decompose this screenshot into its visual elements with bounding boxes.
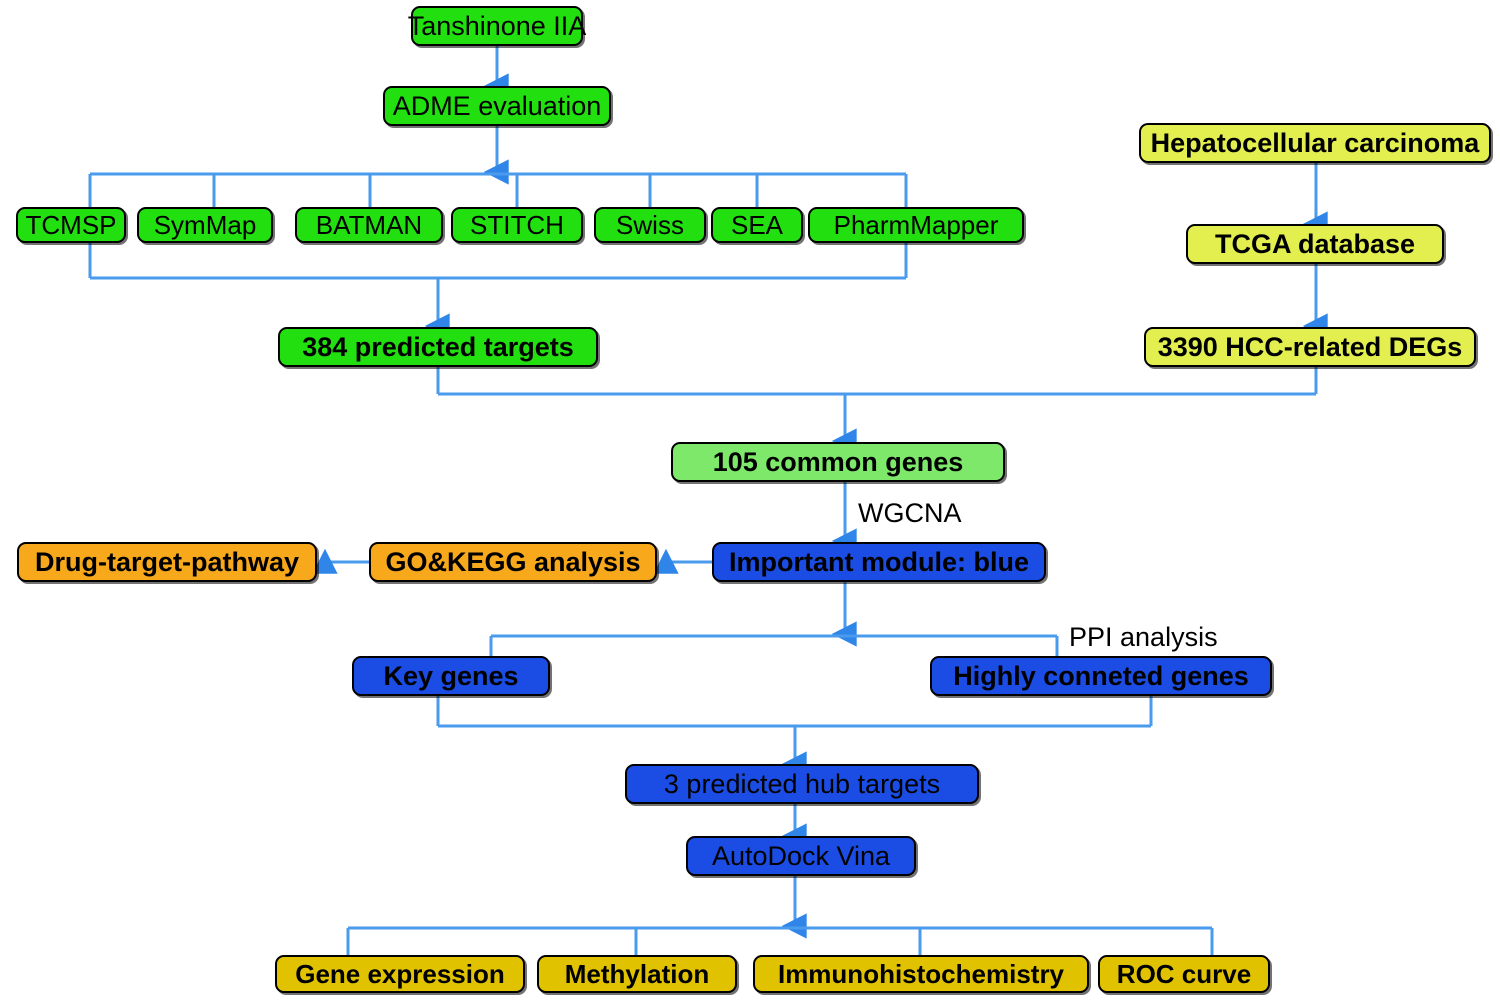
- node-label: SymMap: [153, 210, 257, 240]
- node-methylation[interactable]: Methylation: [537, 955, 737, 993]
- node-label: ADME evaluation: [392, 90, 602, 121]
- node-label: Highly conneted genes: [953, 660, 1249, 691]
- node-label: 3 predicted hub targets: [663, 768, 941, 799]
- edge-label-text: PPI analysis: [1069, 622, 1218, 652]
- node-label: Drug-target-pathway: [34, 546, 299, 577]
- node-label: 105 common genes: [712, 446, 964, 477]
- node-highly-connected-genes[interactable]: Highly conneted genes: [930, 656, 1272, 696]
- node-db-symmap[interactable]: SymMap: [137, 207, 273, 243]
- node-key-genes[interactable]: Key genes: [352, 656, 550, 696]
- node-gene-expression[interactable]: Gene expression: [275, 955, 525, 993]
- node-label: Methylation: [564, 959, 710, 989]
- node-label: AutoDock Vina: [711, 840, 891, 871]
- node-label: 384 predicted targets: [302, 331, 574, 362]
- node-label: Key genes: [383, 660, 519, 691]
- node-roc-curve[interactable]: ROC curve: [1098, 955, 1270, 993]
- node-label: BATMAN: [315, 210, 423, 240]
- node-db-stitch[interactable]: STITCH: [451, 207, 583, 243]
- node-label: TCMSP: [25, 210, 117, 240]
- node-label: GO&KEGG analysis: [385, 546, 641, 577]
- node-label: PharmMapper: [833, 210, 999, 240]
- node-immunohistochemistry[interactable]: Immunohistochemistry: [753, 955, 1089, 993]
- node-tanshinone-iia[interactable]: Tanshinone IIA: [408, 6, 586, 46]
- edge-label-text: WGCNA: [858, 498, 962, 528]
- node-autodock-vina[interactable]: AutoDock Vina: [686, 836, 916, 876]
- edge-label-wgcna: WGCNA: [858, 500, 962, 527]
- node-label: Swiss: [616, 210, 684, 240]
- node-label: TCGA database: [1214, 228, 1416, 259]
- node-hcc-degs[interactable]: 3390 HCC-related DEGs: [1144, 327, 1476, 367]
- node-predicted-targets[interactable]: 384 predicted targets: [278, 327, 598, 367]
- node-hepatocellular-carcinoma[interactable]: Hepatocellular carcinoma: [1139, 123, 1491, 163]
- node-db-sea[interactable]: SEA: [711, 207, 803, 243]
- node-db-tcmsp[interactable]: TCMSP: [16, 207, 126, 243]
- node-db-swiss[interactable]: Swiss: [594, 207, 706, 243]
- node-hub-targets[interactable]: 3 predicted hub targets: [625, 764, 979, 804]
- node-drug-target-pathway[interactable]: Drug-target-pathway: [17, 542, 317, 582]
- node-common-genes[interactable]: 105 common genes: [671, 442, 1005, 482]
- node-label: Hepatocellular carcinoma: [1150, 127, 1480, 158]
- node-label: ROC curve: [1116, 959, 1252, 989]
- node-adme-evaluation[interactable]: ADME evaluation: [383, 86, 611, 126]
- node-label: Immunohistochemistry: [777, 959, 1065, 989]
- node-tcga-database[interactable]: TCGA database: [1186, 224, 1444, 264]
- node-label: STITCH: [470, 210, 564, 240]
- node-label: 3390 HCC-related DEGs: [1157, 331, 1463, 362]
- node-label: Gene expression: [295, 959, 505, 989]
- node-label: Important module: blue: [729, 546, 1029, 577]
- node-db-batman[interactable]: BATMAN: [295, 207, 443, 243]
- edge-label-ppi-analysis: PPI analysis: [1069, 624, 1218, 651]
- node-important-module[interactable]: Important module: blue: [712, 542, 1046, 582]
- node-label: SEA: [730, 210, 784, 240]
- node-go-kegg-analysis[interactable]: GO&KEGG analysis: [369, 542, 657, 582]
- node-label: Tanshinone IIA: [407, 10, 587, 41]
- node-db-pharmmapper[interactable]: PharmMapper: [808, 207, 1024, 243]
